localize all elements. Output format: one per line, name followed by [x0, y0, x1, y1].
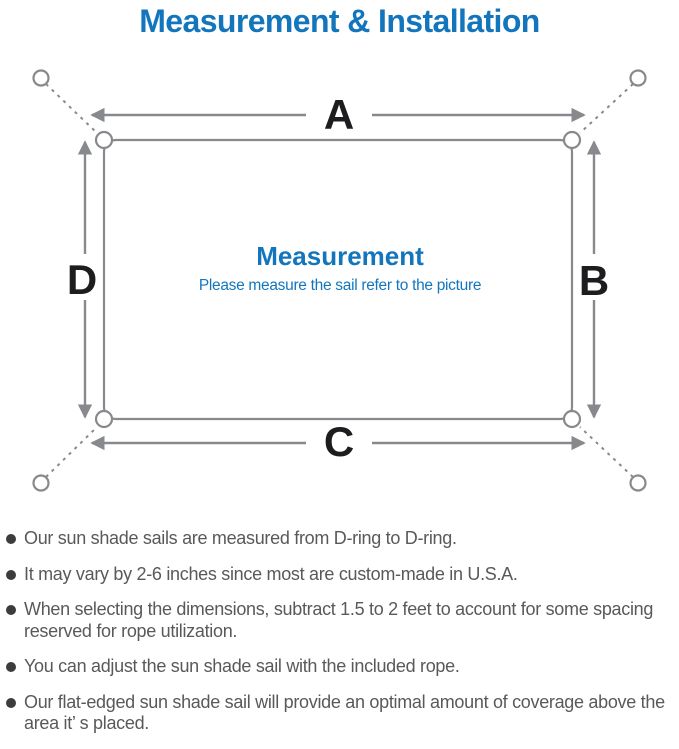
d-ring-icon-top-right	[562, 130, 582, 150]
anchor-point-icon-top-right	[629, 69, 647, 87]
d-ring-icon-bottom-right	[562, 409, 582, 429]
rope-dashed-line-bottom-right	[579, 426, 634, 478]
list-item: When selecting the dimensions, subtract …	[6, 599, 669, 642]
dimension-label-b: B	[579, 257, 609, 304]
sail-outline	[102, 138, 574, 421]
rope-dashed-line-top-right	[579, 83, 634, 134]
list-item: You can adjust the sun shade sail with t…	[6, 656, 669, 678]
dimension-label-d: D	[67, 256, 97, 303]
bullet-icon	[6, 662, 16, 672]
list-item: It may vary by 2-6 inches since most are…	[6, 564, 669, 586]
note-text: Our flat-edged sun shade sail will provi…	[24, 691, 665, 734]
note-text: When selecting the dimensions, subtract …	[24, 599, 654, 641]
dimension-label-c: C	[324, 418, 354, 465]
note-text: It may vary by 2-6 inches since most are…	[24, 563, 518, 584]
bullet-icon	[6, 605, 16, 615]
list-item: Our flat-edged sun shade sail will provi…	[6, 692, 669, 735]
page-title: Measurement & Installation	[139, 3, 540, 39]
list-item: Our sun shade sails are measured from D-…	[6, 528, 669, 550]
anchor-point-icon-top-left	[32, 69, 50, 87]
notes-list: Our sun shade sails are measured from D-…	[6, 528, 669, 749]
rope-dashed-line-top-left	[45, 83, 98, 134]
diagram-center-title: Measurement	[256, 241, 424, 271]
note-text: Our sun shade sails are measured from D-…	[24, 528, 457, 548]
bullet-icon	[6, 569, 16, 580]
d-ring-icon-top-left	[94, 130, 114, 150]
diagram-center-subtitle: Please measure the sail refer to the pic…	[199, 277, 481, 294]
anchor-point-icon-bottom-right	[629, 474, 647, 492]
d-ring-icon-bottom-left	[94, 409, 114, 429]
note-text: You can adjust the sun shade sail with t…	[24, 656, 460, 676]
dimension-label-a: A	[324, 91, 354, 138]
rope-dashed-line-bottom-left	[45, 426, 98, 478]
bullet-icon	[6, 697, 16, 708]
measurement-diagram: A B C D Measurement Please measure the s…	[32, 69, 647, 492]
anchor-point-icon-bottom-left	[32, 474, 50, 492]
bullet-icon	[6, 534, 16, 544]
